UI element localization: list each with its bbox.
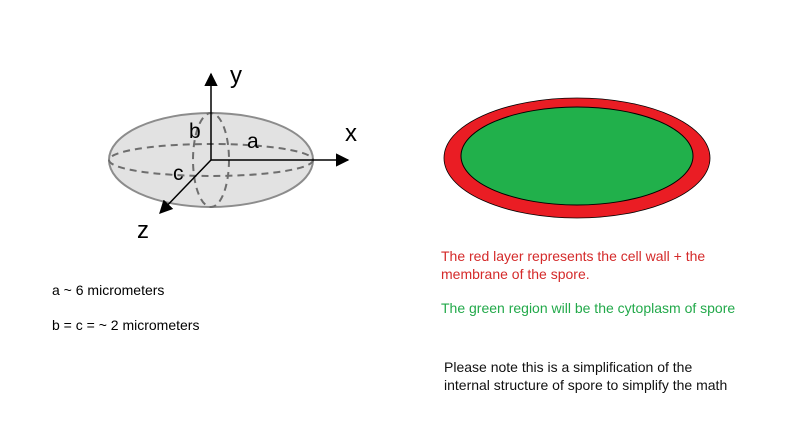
dim-a-label: a xyxy=(247,130,259,153)
measurement-bc-text: b = c = ~ 2 micrometers xyxy=(52,317,200,333)
green-region-description: The green region will be the cytoplasm o… xyxy=(441,300,736,316)
cytoplasm-region xyxy=(460,106,694,206)
red-layer-description: The red layer represents the cell wall +… xyxy=(441,248,706,282)
dim-c-label: c xyxy=(173,162,184,185)
ellipsoid-figure: y x z a b c xyxy=(108,62,357,244)
z-axis-line xyxy=(159,159,212,214)
dim-b-label: b xyxy=(189,120,201,143)
y-axis-label: y xyxy=(230,62,242,89)
x-axis-label: x xyxy=(345,120,357,147)
measurement-a-text: a ~ 6 micrometers xyxy=(52,282,165,298)
z-axis-label: z xyxy=(137,217,149,244)
spore-figure xyxy=(443,97,711,219)
simplification-note: Please note this is a simplification of … xyxy=(444,359,728,393)
